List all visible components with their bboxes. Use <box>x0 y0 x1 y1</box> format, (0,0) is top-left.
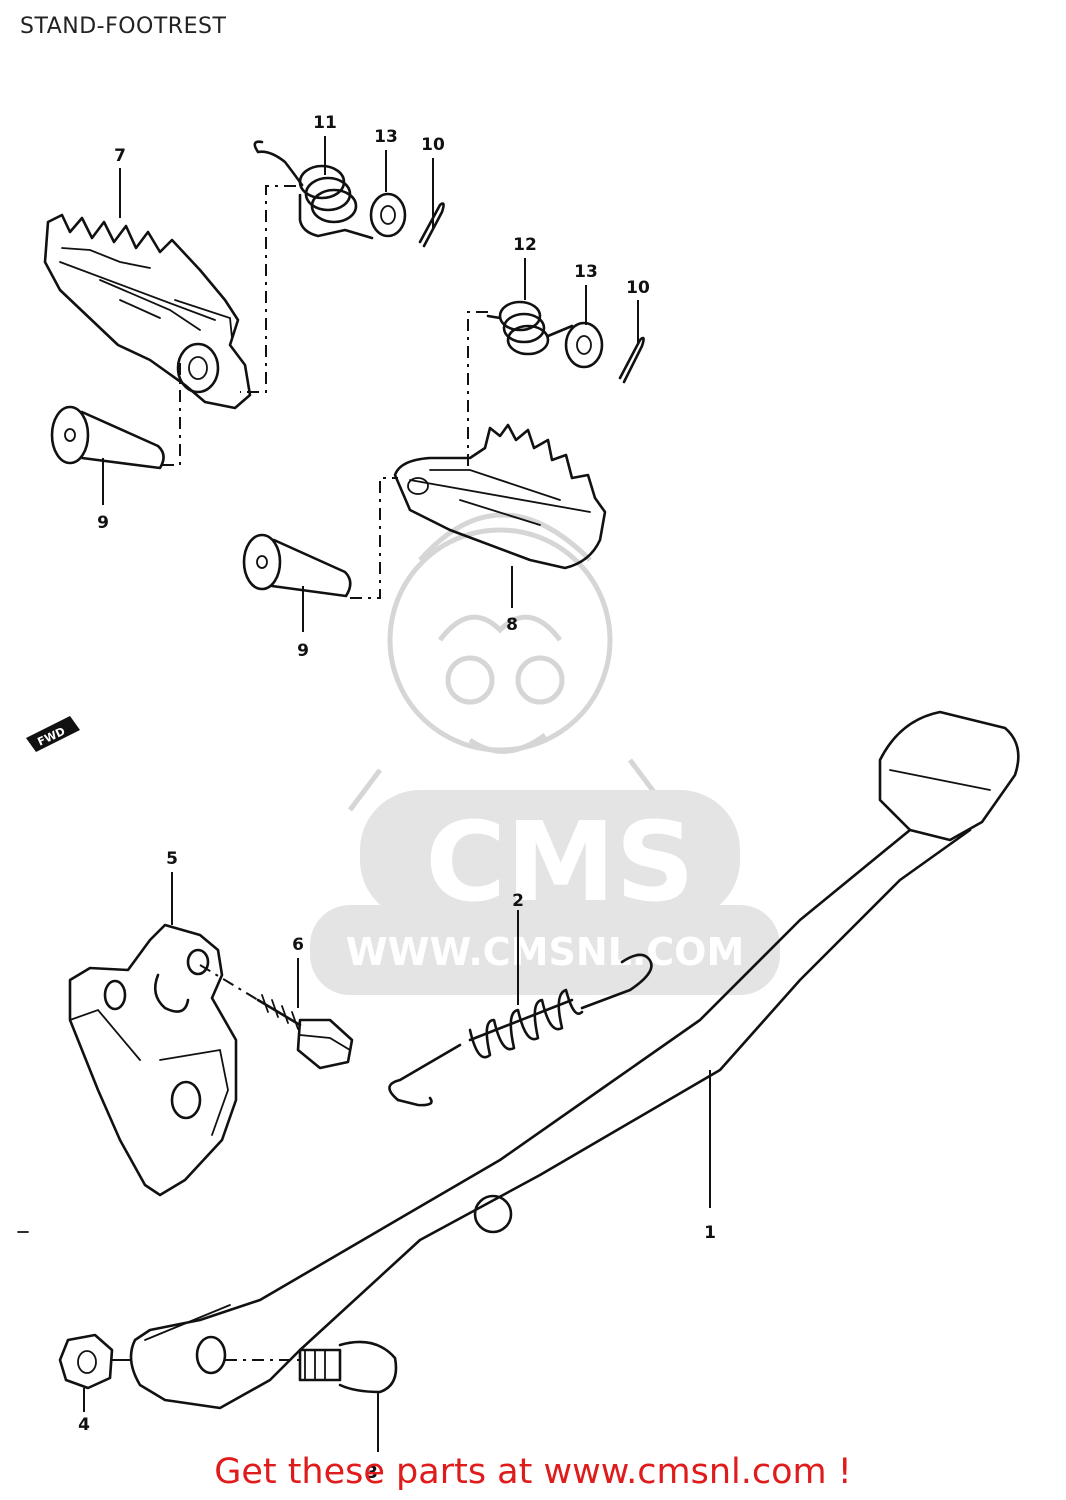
side-stand-1 <box>129 710 1020 1410</box>
assembly-line-upper <box>240 185 296 393</box>
callout-11: 11 <box>313 113 337 133</box>
callout-8: 8 <box>506 615 518 635</box>
cotter-pin-10-upper <box>418 202 445 248</box>
forward-direction-badge: FWD <box>26 716 80 752</box>
leader-lines <box>83 136 711 1452</box>
callout-10-upper: 10 <box>421 135 445 155</box>
page-title: STAND-FOOTREST <box>20 14 227 39</box>
callout-9-upper: 9 <box>97 513 109 533</box>
bolt-6 <box>199 964 354 1070</box>
callout-1: 1 <box>704 1223 716 1243</box>
callout-10-lower: 10 <box>626 278 650 298</box>
callout-3: 3 <box>366 1463 378 1483</box>
callout-7: 7 <box>114 146 126 166</box>
assembly-line-pin-upper <box>162 360 181 466</box>
watermark-brand: CMS <box>425 798 694 926</box>
callout-13-lower: 13 <box>574 262 598 282</box>
washer-13-lower <box>564 321 604 369</box>
watermark-logo: CMS WWW.CMSNL.COM <box>310 512 780 995</box>
callouts: 1 2 3 4 5 6 7 8 9 9 10 10 11 12 13 13 <box>78 113 716 1483</box>
footrest-7 <box>43 213 252 410</box>
pin-9-lower <box>242 533 352 598</box>
assembly-line-pin-lower <box>350 477 398 599</box>
nut-4 <box>58 1333 132 1390</box>
spring-11 <box>253 140 374 240</box>
callout-13-upper: 13 <box>374 127 398 147</box>
callout-6: 6 <box>292 935 304 955</box>
watermark-url: WWW.CMSNL.COM <box>346 930 745 974</box>
callout-4: 4 <box>78 1415 90 1435</box>
bracket-5 <box>68 923 238 1197</box>
cotter-pin-10-lower <box>618 336 645 384</box>
assembly-line-right <box>467 311 488 470</box>
callout-9-lower: 9 <box>297 641 309 661</box>
washer-13-upper <box>369 192 407 238</box>
stud-3 <box>225 1340 398 1394</box>
pin-9-upper <box>50 405 165 470</box>
footer-link[interactable]: Get these parts at www.cmsnl.com ! <box>214 1452 852 1492</box>
footrest-8 <box>393 423 607 570</box>
callout-5: 5 <box>166 849 178 869</box>
spring-12 <box>486 300 574 356</box>
spring-2 <box>388 953 653 1107</box>
callout-12: 12 <box>513 235 537 255</box>
callout-2: 2 <box>512 891 524 911</box>
